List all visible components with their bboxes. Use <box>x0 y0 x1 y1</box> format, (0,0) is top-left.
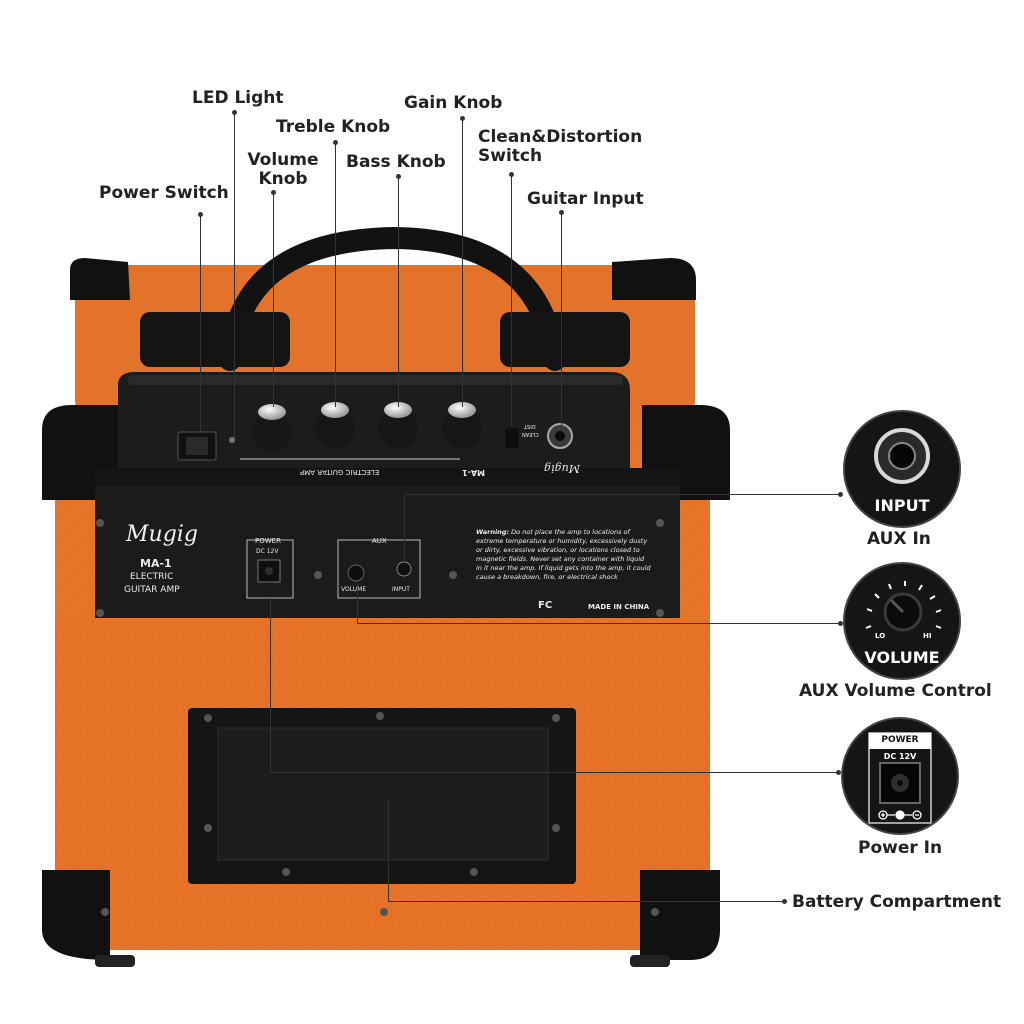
label-volume-knob-line2: Knob <box>258 169 308 189</box>
label-clean-distortion: Clean&Distortion Switch <box>478 128 642 166</box>
lead-power-switch <box>200 214 201 434</box>
gain-knob <box>442 402 482 448</box>
label-power-switch: Power Switch <box>99 183 229 203</box>
label-treble-knob: Treble Knob <box>276 117 391 137</box>
inset-power-label: POWER <box>881 735 919 745</box>
amp-model: MA-1 <box>140 557 172 570</box>
clean-distortion-switch <box>505 428 519 448</box>
treble-knob <box>315 402 355 448</box>
cert-mark: FC <box>538 600 553 611</box>
lead-aux-volume-v <box>357 580 358 623</box>
jack-icon <box>874 428 930 484</box>
lead-clean-distortion <box>511 174 512 426</box>
control-recess <box>118 372 630 470</box>
bass-knob <box>378 402 418 448</box>
lead-volume-knob <box>273 192 274 407</box>
warning-text: Warning: Do not place the amp to locatio… <box>476 528 652 582</box>
switch-dist-label: DIST <box>524 423 536 429</box>
lead-guitar-input <box>561 212 562 426</box>
label-aux-volume-control: AUX Volume Control <box>799 681 992 701</box>
aux-box <box>337 539 421 599</box>
dot-guitar-input <box>559 210 564 215</box>
handle-mount-right <box>500 312 630 367</box>
dot-power-switch <box>198 212 203 217</box>
inset-input-label: INPUT <box>874 496 930 515</box>
power-box-dc: DC 12V <box>256 548 279 555</box>
aux-box-title: AUX <box>372 537 387 545</box>
lead-power-in-h <box>270 772 838 773</box>
lead-bass-knob <box>398 176 399 407</box>
top-model-label: MA-1 <box>462 468 486 477</box>
top-brand-label: Mugig <box>544 462 580 475</box>
inset-aux-volume: LO HI VOLUME <box>843 562 961 680</box>
dot-battery <box>782 899 787 904</box>
amp-line1: ELECTRIC <box>130 572 174 582</box>
corner-bottom-right <box>640 870 720 960</box>
label-bass-knob: Bass Knob <box>346 152 446 172</box>
label-clean-distortion-line1: Clean&Distortion <box>478 127 643 147</box>
handle <box>219 226 566 371</box>
lead-aux-in-h <box>404 494 840 495</box>
label-led-light: LED Light <box>192 88 284 108</box>
inset-aux-input: INPUT <box>843 410 961 528</box>
corner-bottom-left <box>42 870 110 960</box>
volume-knob <box>252 404 292 452</box>
aux-input-label: INPUT <box>392 586 410 593</box>
label-battery-compartment: Battery Compartment <box>792 892 1002 912</box>
dot-volume-knob <box>271 190 276 195</box>
label-clean-distortion-line2: Switch <box>478 146 543 166</box>
dot-treble-knob <box>333 140 338 145</box>
inset-volume-hi: HI <box>923 632 932 640</box>
dot-clean-distortion <box>509 172 514 177</box>
dot-led-light <box>232 110 237 115</box>
label-power-in: Power In <box>858 838 943 858</box>
lead-aux-volume-h <box>357 623 840 624</box>
inset-power-in: POWER DC 12V <box>841 717 959 835</box>
dc-jack-icon <box>868 732 932 824</box>
lead-power-in-v <box>270 598 271 772</box>
lead-treble-knob <box>335 142 336 407</box>
aux-volume-knob <box>347 564 365 582</box>
label-volume-knob: Volume Knob <box>240 151 326 189</box>
aux-input-jack <box>396 561 412 577</box>
rear-panel <box>95 468 680 618</box>
inset-power-dc: DC 12V <box>883 752 917 761</box>
lead-battery-v <box>388 800 389 901</box>
label-gain-knob: Gain Knob <box>404 93 503 113</box>
volume-knob-icon <box>865 581 942 632</box>
warning-body: Do not place the amp to locations of ext… <box>476 528 651 581</box>
inset-volume-lo: LO <box>875 632 886 640</box>
dot-aux-in <box>838 492 843 497</box>
switch-clean-label: CLEAN <box>522 431 539 437</box>
warning-title: Warning: <box>476 528 510 536</box>
amp-brand: Mugig <box>126 522 198 547</box>
label-guitar-input: Guitar Input <box>527 189 644 209</box>
aux-volume-label: VOLUME <box>341 586 367 593</box>
lead-gain-knob <box>462 118 463 407</box>
dot-bass-knob <box>396 174 401 179</box>
corner-top-right <box>612 258 696 300</box>
lead-battery-h <box>388 901 784 902</box>
label-aux-in: AUX In <box>867 529 931 549</box>
label-volume-knob-line1: Volume <box>247 150 319 170</box>
handle-mount-left <box>140 312 290 367</box>
corner-top-left <box>70 258 130 300</box>
top-text-label: ELECTRIC GUITAR AMP <box>300 468 380 476</box>
made-in-label: MADE IN CHINA <box>588 603 650 611</box>
lead-aux-in-v <box>404 494 405 562</box>
power-box-title: POWER <box>255 537 281 545</box>
inset-volume-label: VOLUME <box>864 648 940 667</box>
dot-gain-knob <box>460 116 465 121</box>
dot-power-in <box>836 770 841 775</box>
dot-aux-volume <box>838 621 843 626</box>
amp-line2: GUITAR AMP <box>124 585 180 595</box>
led-light <box>229 437 235 443</box>
lead-led-light <box>234 112 235 438</box>
